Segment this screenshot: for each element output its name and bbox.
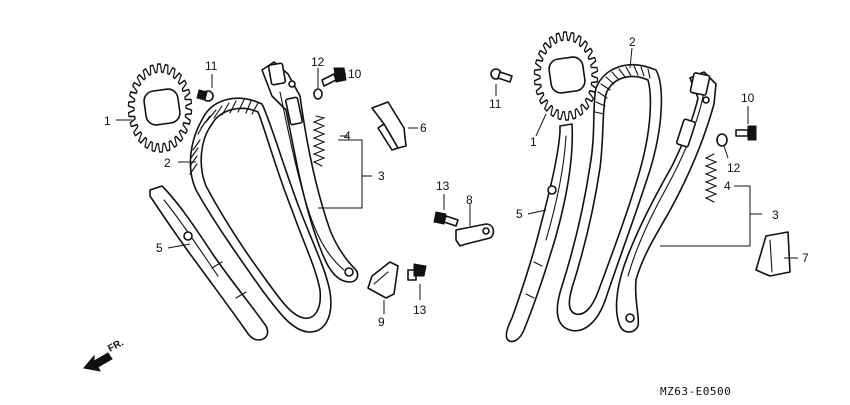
- right-assembly: [490, 31, 791, 343]
- leader-lines: [116, 47, 798, 314]
- right-sprocket-bolt: [490, 68, 513, 83]
- callout-right-1: 1: [530, 135, 537, 149]
- callout-right-2: 2: [629, 35, 636, 49]
- right-washer: [716, 133, 728, 147]
- right-chain-tensioner: [615, 71, 718, 333]
- front-direction: FR.: [83, 337, 126, 372]
- callout-right-10: 10: [741, 91, 755, 105]
- left-cam-chain: [189, 97, 332, 333]
- callout-right-5: 5: [516, 207, 523, 221]
- callout-left-11: 11: [205, 59, 218, 73]
- callout-left-6: 6: [420, 121, 427, 135]
- middle-parts: [367, 211, 495, 299]
- right-chain-guide: [505, 123, 574, 343]
- middle-plate-bolt: [433, 211, 459, 227]
- left-tensioner-spring: [312, 115, 326, 167]
- callout-middle-13b: 13: [413, 303, 427, 317]
- right-cam-chain: [556, 64, 663, 332]
- callout-left-4: 4: [344, 129, 351, 143]
- front-arrow-icon: [83, 352, 113, 372]
- right-upper-bolt: [735, 125, 757, 141]
- callout-left-1: 1: [104, 114, 111, 128]
- middle-plate: [455, 223, 495, 247]
- right-guide-block: [755, 231, 791, 277]
- callout-middle-13a: 13: [436, 179, 450, 193]
- left-assembly: [127, 61, 407, 341]
- left-guide-block: [371, 101, 407, 151]
- left-washer: [313, 88, 323, 100]
- left-upper-bolt: [321, 67, 347, 87]
- callouts: 1 2 3 4 5 6 10 11 12 8 9 13 13 1 2 3 4 5…: [104, 35, 809, 329]
- callout-right-4: 4: [724, 179, 731, 193]
- callout-right-3: 3: [772, 208, 779, 222]
- callout-right-12: 12: [727, 161, 741, 175]
- callout-left-12: 12: [311, 55, 325, 69]
- left-guide-pivot: [183, 231, 193, 241]
- callout-left-10: 10: [348, 67, 362, 81]
- callout-right-11: 11: [489, 97, 502, 111]
- left-sprocket-bolt: [196, 89, 214, 102]
- right-tensioner-spring: [704, 153, 718, 203]
- left-cam-sprocket: [127, 63, 193, 153]
- callout-left-2: 2: [164, 156, 171, 170]
- callout-left-5: 5: [156, 241, 163, 255]
- front-label: FR.: [106, 337, 126, 354]
- right-cam-sprocket: [533, 31, 599, 121]
- right-guide-pivot: [547, 185, 557, 195]
- callout-left-3: 3: [378, 169, 385, 183]
- callout-middle-8: 8: [466, 193, 473, 207]
- left-chain-tensioner: [261, 61, 359, 283]
- middle-pad: [367, 261, 399, 299]
- diagram-code: MZ63-E0500: [660, 385, 731, 398]
- callout-right-7: 7: [802, 251, 809, 265]
- middle-pad-bolt: [407, 263, 427, 281]
- callout-middle-9: 9: [378, 315, 385, 329]
